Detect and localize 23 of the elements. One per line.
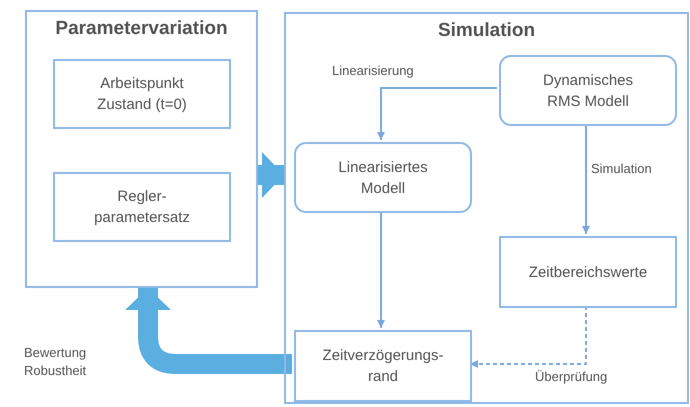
block-arrow	[125, 288, 292, 374]
arrow	[470, 306, 587, 368]
process-box	[53, 172, 231, 242]
box-text: Linearisiertes Modell	[337, 158, 429, 198]
group-panel	[284, 12, 689, 404]
arrow	[377, 87, 497, 140]
edge-label: Überprüfung	[535, 368, 608, 386]
arrow	[377, 211, 385, 328]
process-box	[53, 59, 231, 129]
group-heading: Parametervariation	[55, 18, 228, 40]
box-text: Zeitbereichswerte	[528, 262, 648, 282]
block-arrow	[258, 152, 284, 198]
box-text: Dynamisches RMS Modell	[542, 70, 634, 112]
arrow	[582, 124, 590, 234]
box-text: Arbeitspunkt Zustand (t=0)	[96, 74, 188, 115]
process-box	[294, 330, 472, 402]
process-box	[499, 236, 677, 308]
rounded-box	[294, 142, 472, 213]
group-panel	[25, 10, 258, 288]
box-text: Zeitverzögerungs- rand	[322, 346, 444, 387]
group-heading: Simulation	[438, 20, 536, 42]
box-text: Regler- parametersatz	[93, 187, 191, 228]
rounded-box	[499, 55, 677, 126]
